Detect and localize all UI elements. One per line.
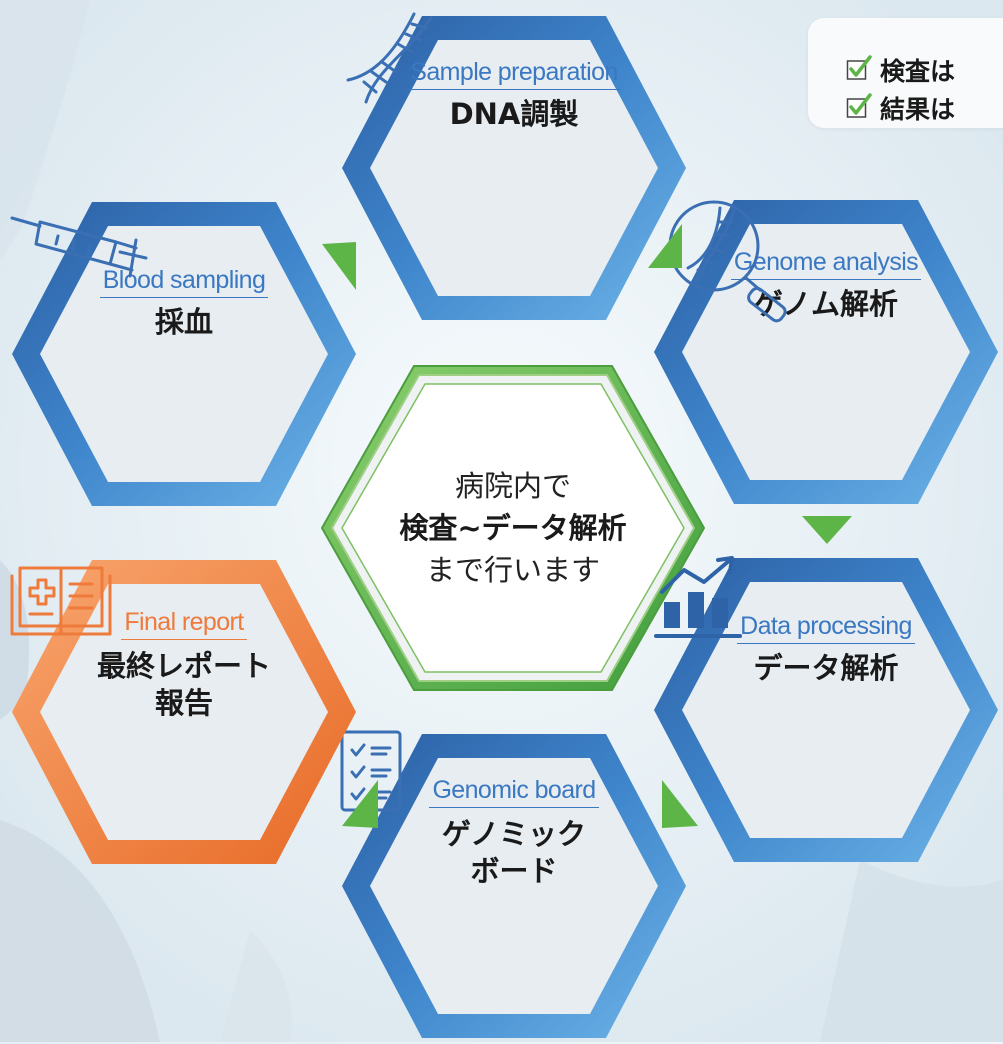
center-line-3: まで行います xyxy=(425,553,600,588)
step-ja-label: DNA調製 xyxy=(449,96,579,131)
step-genome-analysis: Genome analysis ゲノム解析 xyxy=(648,194,1003,510)
step-sample-preparation: Sample preparation DNA調製 xyxy=(336,10,692,326)
step-en-label: Data processing xyxy=(737,612,915,644)
step-en-label: Genome analysis xyxy=(730,248,922,280)
dna-magnifier-icon xyxy=(668,200,787,323)
step-ja-label: 採血 xyxy=(154,304,213,339)
center-line-1: 病院内で xyxy=(454,468,571,503)
step-ja-label-line2: ボード xyxy=(470,853,558,888)
step-en-label: Final report xyxy=(121,608,247,640)
step-ja-label-line1: ゲノミック xyxy=(441,816,587,851)
arrow-blood-to-sample xyxy=(322,242,356,290)
note-text: 検査は xyxy=(880,57,956,86)
arrow-genome-to-data xyxy=(802,516,852,544)
step-ja-label-line1: 最終レポート xyxy=(96,648,271,683)
medical-book-icon xyxy=(10,566,112,636)
step-ja-label-line2: 報告 xyxy=(154,685,213,720)
step-data-processing: Data processing データ解析 xyxy=(648,552,1003,868)
bar-chart-trend-icon xyxy=(654,556,742,638)
step-ja-label: データ解析 xyxy=(753,650,899,685)
arrow-data-to-board xyxy=(662,780,698,828)
arrow-board-to-report xyxy=(342,780,378,828)
arrow-sample-to-genome xyxy=(648,224,682,268)
step-en-label: Sample preparation xyxy=(407,58,621,90)
step-genomic-board: Genomic board ゲノミック ボード xyxy=(336,728,692,1044)
note-text: 結果は xyxy=(880,95,956,124)
step-final-report: Final report 最終レポート 報告 xyxy=(6,554,362,870)
checkbox-checked-icon xyxy=(846,93,872,118)
step-blood-sampling: Blood sampling 採血 xyxy=(6,196,362,512)
notes-box: 検査は 結果は xyxy=(808,18,1003,128)
dna-icon xyxy=(346,12,433,104)
syringe-icon xyxy=(10,216,148,278)
step-en-label: Genomic board xyxy=(429,776,599,808)
center-line-2: 検査~データ解析 xyxy=(399,510,627,545)
center-hexagon: 病院内で 検査~データ解析 まで行います xyxy=(316,360,710,696)
checkbox-checked-icon xyxy=(846,55,872,80)
